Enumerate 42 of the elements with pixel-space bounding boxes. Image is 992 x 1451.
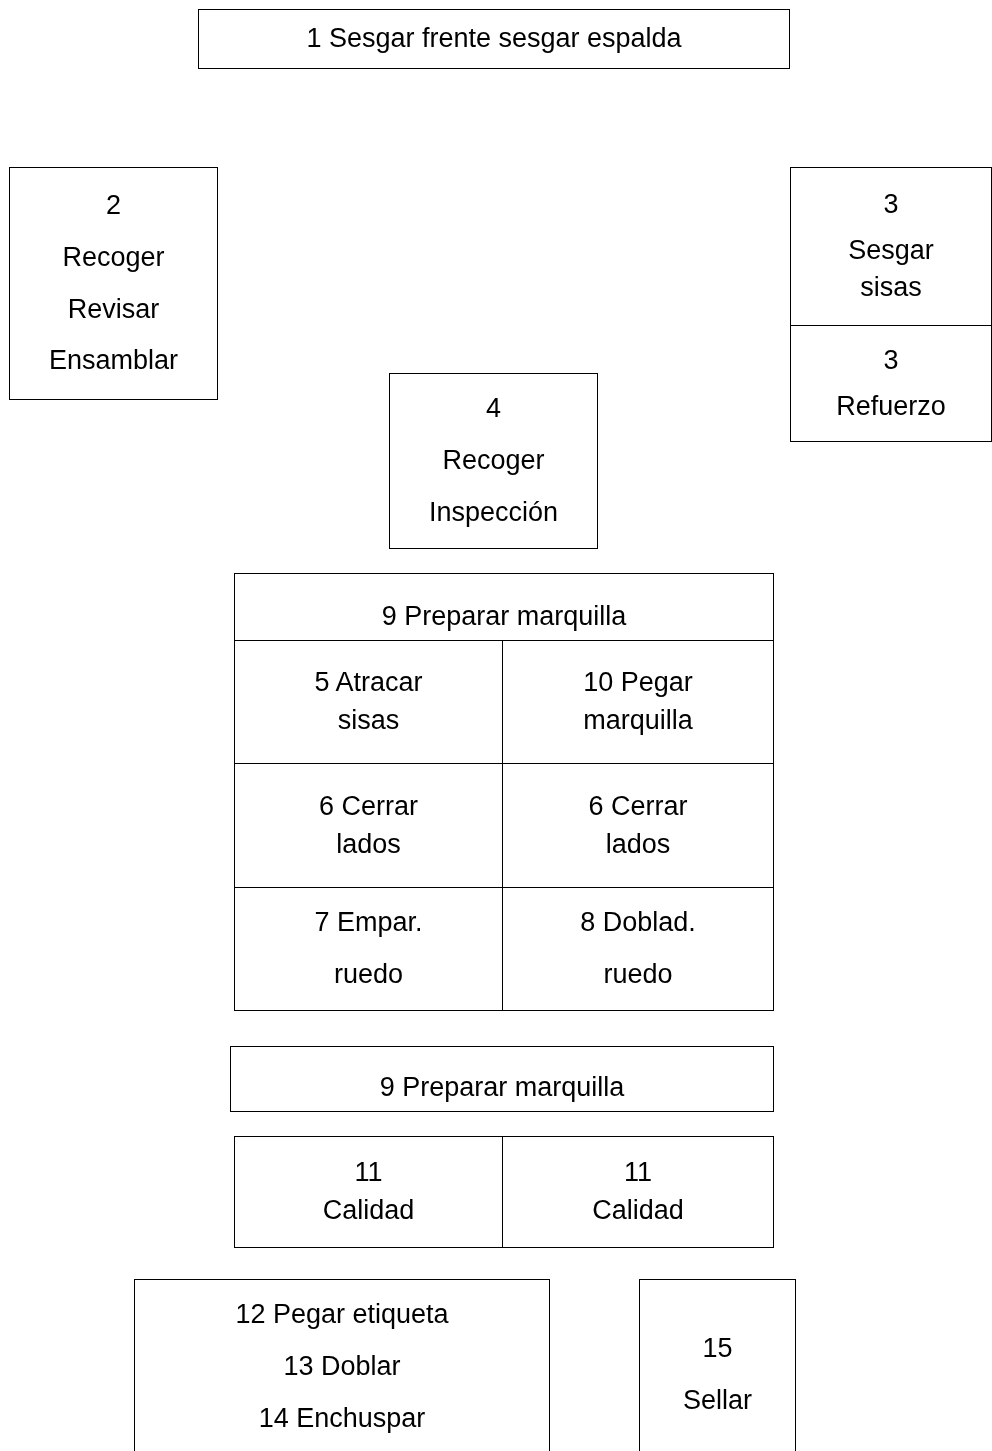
workstation-label: 7 Empar. [314, 906, 423, 940]
workstation-box [198, 9, 790, 69]
workstation-box [639, 1279, 796, 1451]
workstation-label: 5 Atracar sisas [313, 666, 424, 737]
workstation-label: 11 Calidad [591, 1156, 685, 1227]
workstation-label: 6 Cerrar lados [318, 789, 419, 861]
workstation-label: 3 [883, 343, 899, 377]
workstation-box [790, 325, 992, 442]
workstation-label: Ensamblar [48, 344, 179, 378]
workstation-box [234, 573, 774, 641]
workstation-label: 6 Cerrar lados [587, 789, 689, 861]
workstation-label: 10 Pegar marquilla [582, 666, 694, 737]
workstation-label: 11 Calidad [321, 1156, 416, 1227]
workstation-label: Revisar [67, 292, 160, 326]
workstation-box [9, 167, 218, 400]
workstation-box [134, 1279, 550, 1451]
workstation-box [389, 373, 598, 549]
workstation-label: Recoger [62, 240, 165, 274]
workstation-label: Inspección [428, 495, 559, 529]
workstation-label: Sesgar sisas [847, 233, 935, 305]
workstation-label: ruedo [333, 958, 404, 991]
workstation-label: Recoger [442, 444, 545, 478]
workstation-label: 15 [702, 1332, 733, 1365]
workstation-label: 4 [486, 392, 501, 426]
workstation-box [230, 1046, 774, 1112]
workstation-label: ruedo [603, 958, 673, 991]
workstation-box [234, 1136, 503, 1248]
workstation-label: 8 Doblad. [580, 906, 696, 940]
workstation-label: 3 [883, 187, 899, 221]
workstation-label: 2 [106, 188, 121, 222]
workstation-label: 1 Sesgar frente sesgar espalda [306, 22, 682, 56]
workstation-label: Sellar [683, 1383, 752, 1417]
workstation-box [790, 167, 992, 326]
workstation-label: Refuerzo [836, 389, 946, 423]
workstation-label: 12 Pegar etiqueta [235, 1298, 449, 1331]
workstation-label: 14 Enchuspar [258, 1401, 426, 1435]
workstation-label: 9 Preparar marquilla [381, 600, 627, 634]
workstation-box [502, 887, 774, 1011]
workstation-box [502, 1136, 774, 1248]
workstation-label: 9 Preparar marquilla [379, 1071, 625, 1105]
workstation-label: 13 Doblar [283, 1349, 401, 1383]
workstation-box [234, 887, 503, 1011]
